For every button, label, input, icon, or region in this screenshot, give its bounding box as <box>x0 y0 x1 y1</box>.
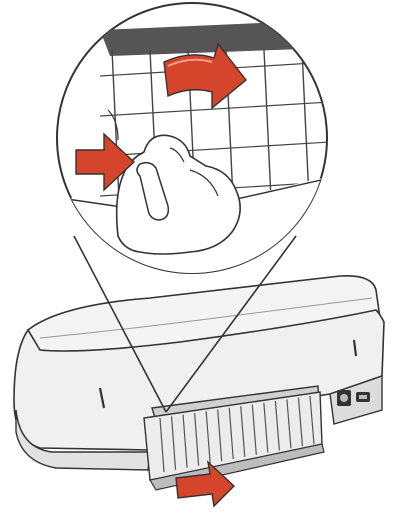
usb-port-icon <box>356 392 370 402</box>
magnified-view <box>57 3 330 280</box>
power-port-icon <box>337 390 351 406</box>
